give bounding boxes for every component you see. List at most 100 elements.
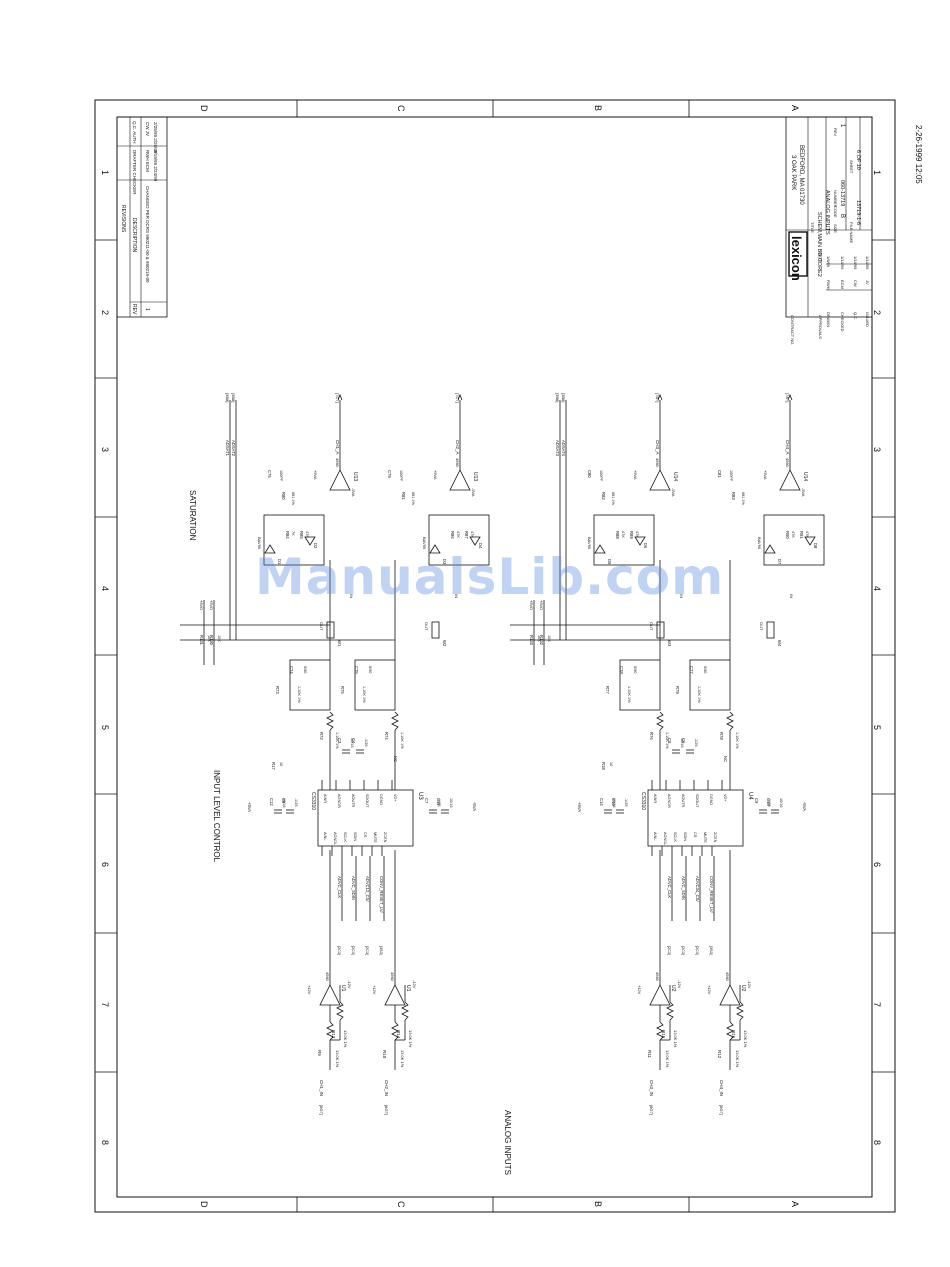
capacitor-value: 10/16 [350, 738, 354, 748]
buffer-cap-ref: C77 [689, 666, 694, 674]
output-opamp-ref: U14 [672, 472, 678, 481]
supply-label: +5VA [313, 470, 318, 480]
rev-drafter-date: 2/19/99 2/24/99 [153, 150, 158, 182]
supply-label: -5VA [671, 488, 676, 497]
chip-pin-bottom: AINL [323, 832, 327, 840]
supply-neg: -12V [412, 980, 417, 989]
capacitor-ref: C11 [436, 798, 441, 806]
capacitor-ref: C5 [667, 738, 672, 744]
output-opamp-type: 4560 [455, 458, 460, 468]
output-cap-value: 100PF [399, 470, 403, 482]
input-net-label: CH2_IN [384, 1080, 389, 1096]
title-label: TITLE [810, 222, 815, 233]
qc-header: Q.C. AUTH [132, 121, 137, 144]
opamp-output-stage [649, 469, 671, 491]
zone-label-left: 6 [100, 862, 110, 867]
resistor-feedback [336, 1001, 344, 1021]
saturation-ref: [3B8] [555, 393, 560, 402]
rc-network [619, 659, 661, 711]
clamp-res-a-value: 7K [291, 531, 295, 536]
buffer-res-b-ref: R78 [719, 732, 724, 740]
lv-resistor-value: 10 [609, 762, 613, 766]
chip-pin-top: DGND [709, 794, 713, 805]
chip-pin-bottom: CS [693, 832, 697, 838]
resistor-feedback-value: 13.0K 1% [673, 1030, 678, 1048]
pullup-supply: +5VD [209, 600, 214, 610]
clamp-diode-a: D1 [277, 559, 282, 565]
pullup-value: 10K [537, 635, 541, 642]
control-net-label: ADVC34_CS/ [695, 876, 700, 902]
zone-ticks [95, 100, 895, 1212]
supply-label: -5VA [801, 488, 806, 497]
zone-label-bottom: D [199, 1201, 209, 1208]
rev-qc: CW JV [145, 122, 150, 136]
chip-pin-bottom: CS [363, 832, 367, 838]
output-ref: [7C7] [335, 393, 340, 403]
buffer-cap-value: 5/50 [703, 666, 707, 673]
resistor-input [326, 1021, 334, 1041]
capacitor-value: .1/25 [437, 798, 441, 806]
buffer-res-b-value: 1.10K 1% [400, 732, 404, 749]
buffer-cap-value: 5/50 [633, 666, 637, 673]
description-header: DESCRIPTION [131, 218, 137, 253]
output-cap-ref: C81 [717, 470, 722, 478]
buffer-res-b-value: 1.10K 1% [335, 732, 339, 749]
clamp-diode-b: D2 [313, 543, 318, 549]
chip-pin-bottom: SCLK [673, 832, 677, 842]
capacitor-ref: C8 [281, 798, 286, 804]
zone-label-bottom: A [790, 1201, 800, 1207]
pullup-supply: +5VD [529, 600, 534, 610]
resistor-input-value: 13.0K 1% [335, 1050, 340, 1068]
rev-header: REV [131, 304, 137, 315]
supply-neg: -12V [347, 980, 352, 989]
drawing-title-2: ANALOG INPUTS [824, 190, 830, 235]
clamp-diode [469, 536, 481, 546]
clamp-res-b: R91 [799, 531, 804, 539]
pullup-supply: +5VD [199, 600, 204, 610]
chip-pin-bottom: AGNDL [663, 832, 667, 845]
capacitor-value: 10/16 [779, 798, 783, 808]
output-res-value: 681 1% [741, 492, 745, 506]
control-net-ref: [3B3] [379, 946, 383, 955]
output-opamp-ref: U14 [802, 472, 808, 481]
output-net: CH2_A [455, 440, 460, 455]
chip-pin-bottom: SCLK [343, 832, 347, 842]
buffer-cap-value: 5/50 [303, 666, 307, 673]
clamp-diode [634, 536, 646, 546]
rc-network [689, 659, 731, 711]
clamp-part: BAV99 [257, 537, 262, 550]
approval-name: RWH [826, 280, 831, 290]
zone-label-left: 2 [100, 310, 110, 315]
revisions-title: REVISIONS [120, 205, 126, 233]
clamp-network [263, 514, 325, 566]
opamp-input-buffer [649, 984, 671, 1006]
pullup-ref: R132 [539, 635, 544, 646]
rev-value: 1 [144, 308, 150, 311]
jumper-ref: W3 [667, 640, 672, 647]
buffer-res-a-ref: R79 [675, 686, 680, 694]
nc-label: NC [723, 756, 728, 762]
buffer-cap-ref: C75 [354, 666, 359, 674]
output-res-value: 681 1% [411, 492, 415, 506]
approvals-label: APPROVALS [818, 315, 823, 339]
pullup-ref: R130 [209, 635, 214, 646]
approval-name: CW [853, 280, 858, 287]
address-line-2: BEDFORD, MA 01730 [798, 145, 804, 205]
chip-pin-bottom: ZCEN [383, 832, 387, 843]
input-net-label: CH3_IN [649, 1080, 654, 1096]
control-net-label: CONV_RESET_LV/ [379, 876, 384, 914]
capacitor-value: 10/16 [449, 798, 453, 808]
chip-pin-bottom: ZCEN [713, 832, 717, 843]
zone-label-right: 7 [872, 1002, 882, 1007]
jumper-header [326, 621, 335, 639]
clamp-part: BAV99 [587, 537, 592, 550]
chip-pin-top: AOUTR [351, 794, 355, 808]
chip-pin-bottom: AGNDL [333, 832, 337, 845]
resistor-feedback-ref: R14 [396, 1030, 401, 1039]
rev-label-tb: REV [833, 128, 838, 137]
control-net-ref: [2C3] [351, 946, 355, 955]
control-net-ref: [2C3] [667, 946, 671, 955]
supply-pos: +12V [372, 985, 377, 995]
